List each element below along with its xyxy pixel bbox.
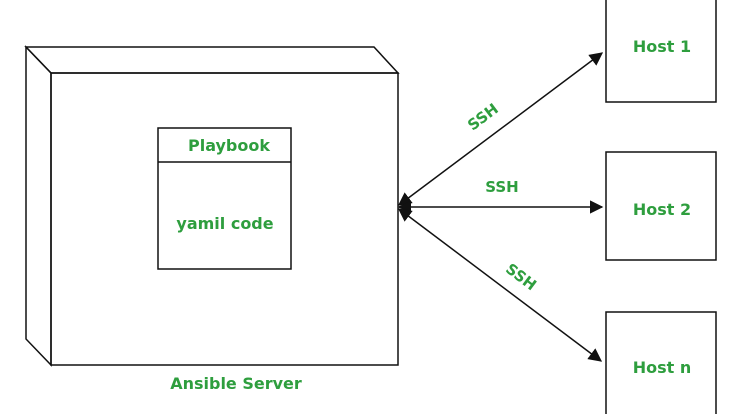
playbook-title: Playbook (188, 136, 270, 155)
server-top-face (24, 46, 400, 74)
host-2-label: Host 2 (633, 200, 691, 219)
host-n-label: Host n (633, 358, 692, 377)
host-1-box (605, 0, 717, 103)
host-1-label: Host 1 (633, 37, 691, 56)
playbook-box (157, 127, 292, 270)
host-2-box (605, 151, 717, 261)
ssh-label-host-1: SSH (464, 100, 502, 135)
ssh-arrow-host-n (397, 208, 603, 362)
server-label: Ansible Server (170, 374, 302, 393)
server-side-face (25, 45, 52, 367)
playbook-body: yamil code (176, 214, 273, 233)
ssh-arrow-host-1 (397, 52, 604, 206)
ssh-label-host-n: SSH (502, 260, 540, 295)
ansible-server-node (24, 45, 400, 367)
ssh-label-host-2: SSH (485, 178, 519, 196)
playbook-node (157, 127, 292, 270)
host-n-box (605, 311, 717, 414)
